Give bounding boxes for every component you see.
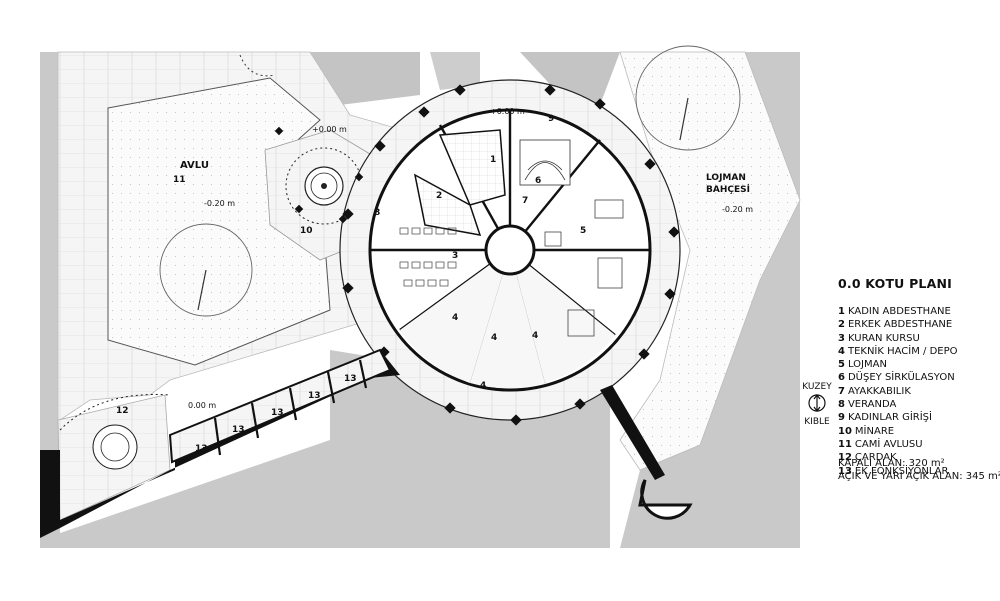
room-7: 7: [522, 196, 528, 206]
level-garden: -0.20 m: [722, 205, 753, 214]
annex-rooms: [40, 348, 693, 538]
room-4c: 4: [532, 331, 538, 341]
legend-item-label: LOJMAN: [847, 359, 887, 371]
room-4b: 4: [491, 333, 497, 343]
room-2: 2: [436, 191, 442, 201]
legend-item-number: 11: [838, 438, 852, 450]
room-10: 10: [300, 226, 313, 236]
legend-title: 0.0 KOTU PLANI: [838, 276, 952, 291]
open-area: AÇIK VE YARI AÇIK ALAN: 345 m²: [838, 471, 1000, 482]
label-lojman-line2: BAHÇESİ: [706, 184, 750, 195]
legend-item-number: 5: [838, 359, 845, 371]
room-4a: 4: [452, 313, 458, 323]
legend-item-number: 13: [838, 465, 852, 477]
legend-item-label: TEKNİK HACİM / DEPO: [847, 345, 958, 357]
cardak-area: [57, 393, 171, 521]
legend-item-number: 6: [838, 372, 845, 384]
columns: [274, 84, 680, 426]
legend-item-label: KADINLAR GİRİŞİ: [847, 412, 932, 424]
stair: [519, 139, 571, 186]
legend-item-label: AYAKKABILIK: [847, 385, 911, 397]
room-6: 6: [535, 176, 541, 186]
room-8: 8: [374, 208, 380, 218]
room-1: 1: [490, 155, 496, 165]
legend-item-label: VERANDA: [847, 399, 897, 411]
legend-item-number: 12: [838, 452, 852, 464]
legend-item-number: 2: [838, 319, 845, 331]
level-cardak: 0.00 m: [188, 401, 216, 410]
label-lojman-line1: LOJMAN: [706, 173, 746, 183]
legend-item-label: CAMİ AVLUSU: [854, 438, 923, 450]
legend-item-number: 7: [838, 385, 845, 397]
room-9: 9: [548, 114, 554, 124]
room-13e: 13: [344, 374, 357, 384]
legend-item-label: KURAN KURSU: [847, 332, 920, 344]
legend-item-number: 9: [838, 412, 845, 424]
legend-item-label: ÇARDAK: [854, 452, 897, 464]
classroom-seats: [399, 227, 457, 287]
legend-item-number: 1: [838, 306, 845, 317]
lojman-furniture: [544, 199, 624, 337]
legend-item-label: MİNARE: [854, 425, 895, 437]
room-5: 5: [580, 226, 586, 236]
compass-qibla-label: KIBLE: [804, 417, 830, 427]
level-entry: +0.00 m: [490, 107, 525, 116]
room-13b: 13: [232, 425, 245, 435]
room-11: 11: [173, 175, 186, 185]
level-courtyard: -0.20 m: [204, 199, 235, 208]
room-12: 12: [116, 406, 129, 416]
label-avlu: AVLU: [180, 160, 209, 171]
legend-item-number: 10: [838, 425, 852, 437]
room-3: 3: [452, 251, 458, 261]
room-13a: 13: [195, 444, 208, 454]
legend-item-label: KADIN ABDESTHANE: [847, 306, 951, 317]
room-4d: 4: [480, 381, 486, 391]
legend-item-label: ERKEK ABDESTHANE: [847, 319, 953, 331]
compass: KUZEY KIBLE: [800, 382, 834, 427]
main-building: [339, 79, 681, 421]
legend-item-label: EK FONKSİYONLAR: [854, 465, 949, 477]
legend-item-number: 4: [838, 345, 845, 357]
legend-item-number: 3: [838, 332, 845, 344]
legend-item-number: 8: [838, 399, 845, 411]
room-13d: 13: [308, 391, 321, 401]
closed-area: KAPALI ALAN: 320 m²: [838, 458, 945, 469]
room-13c: 13: [271, 408, 284, 418]
legend-item-label: DÜŞEY SİRKÜLASYON: [847, 372, 955, 384]
level-minaret: +0.00 m: [312, 125, 347, 134]
compass-arrow-icon: [808, 394, 826, 412]
compass-north-label: KUZEY: [802, 382, 832, 392]
